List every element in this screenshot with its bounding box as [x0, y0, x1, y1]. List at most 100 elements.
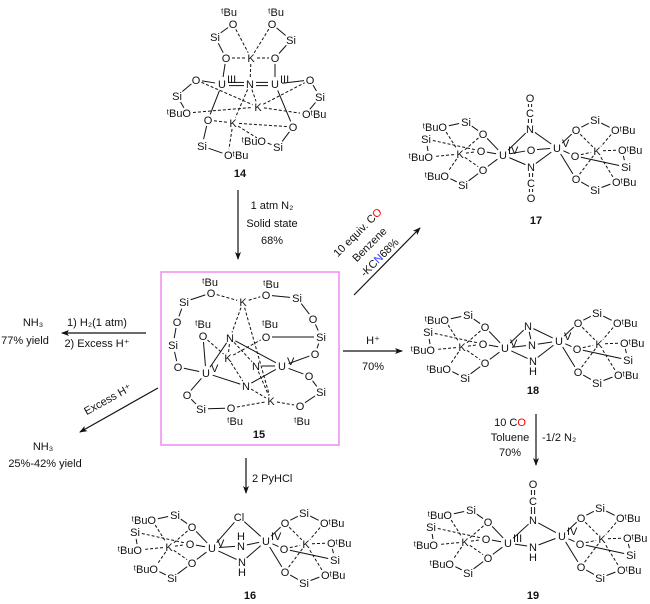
- atom-h: H: [238, 567, 246, 579]
- atom-si: Si: [130, 527, 140, 539]
- dative-bond: [579, 133, 594, 148]
- dative-bond: [445, 131, 458, 150]
- condition-solid-state: Solid state: [246, 218, 297, 230]
- bond: [312, 380, 318, 387]
- atom-si: Si: [172, 91, 182, 103]
- bond: [310, 515, 319, 521]
- bond: [537, 344, 554, 358]
- dative-bond: [579, 155, 594, 175]
- bond: [509, 157, 526, 166]
- co-oxygen: O: [517, 417, 526, 429]
- atom-o: O: [576, 539, 585, 551]
- bond: [271, 295, 291, 298]
- bond: [535, 151, 552, 164]
- dative-bond: [582, 344, 594, 349]
- dative-bond: [585, 539, 597, 544]
- dative-bond: [173, 550, 188, 560]
- atom-o: O: [479, 339, 488, 351]
- atom-o: O: [484, 517, 493, 529]
- compound-label-15: 15: [253, 429, 265, 441]
- atom-si: Si: [330, 555, 340, 567]
- bond: [216, 521, 235, 544]
- compound-label-17: 17: [530, 215, 542, 227]
- dative-bond: [192, 107, 253, 113]
- atom-o: O: [311, 349, 320, 361]
- bond: [563, 150, 570, 155]
- oxidation-state: IV: [567, 526, 578, 538]
- dative-bond: [230, 362, 244, 382]
- dative-bond: [143, 547, 164, 550]
- atom-o: O: [204, 115, 213, 127]
- atom-otbu: OᵗBu: [611, 125, 635, 137]
- dative-bond: [601, 348, 616, 371]
- atom-n: N: [246, 79, 254, 91]
- atom-n: N: [237, 541, 245, 553]
- atom-o: O: [529, 479, 538, 491]
- bond: [310, 576, 320, 581]
- highlight-box-compound-15: [160, 271, 340, 446]
- bond: [312, 84, 317, 92]
- bond: [431, 533, 434, 540]
- dative-bond: [599, 155, 614, 178]
- dative-bond: [436, 347, 457, 350]
- bond: [276, 27, 286, 36]
- bond: [601, 122, 610, 128]
- atom-o: O: [186, 539, 195, 551]
- compound-label-16: 16: [244, 590, 256, 602]
- oxidation-state: V: [217, 538, 225, 550]
- bond: [491, 526, 504, 539]
- atom-o: O: [262, 290, 271, 302]
- atom-o: O: [527, 145, 536, 157]
- oxidation-state: III: [227, 74, 236, 86]
- atom-o: O: [309, 314, 318, 326]
- dative-bond: [452, 546, 463, 560]
- atom-tbu: ᵗBu: [221, 7, 237, 19]
- dative-bond: [154, 524, 167, 543]
- atom-si: Si: [463, 568, 473, 580]
- bond: [209, 90, 220, 115]
- bond: [470, 366, 481, 375]
- atom-o: O: [484, 553, 493, 565]
- atom-c: C: [529, 496, 537, 508]
- bond: [314, 324, 319, 331]
- dative-bond: [469, 525, 484, 539]
- atom-u: U: [499, 150, 507, 162]
- bond: [288, 355, 310, 365]
- bond: [452, 371, 459, 376]
- bond: [534, 132, 552, 145]
- atom-si: Si: [621, 162, 631, 174]
- bond: [601, 183, 611, 188]
- atom-si: Si: [426, 522, 436, 534]
- dative-bond: [581, 348, 596, 368]
- dative-bond: [288, 548, 303, 568]
- bond: [585, 544, 625, 555]
- atom-o: O: [479, 165, 488, 177]
- atom-o: O: [572, 125, 581, 137]
- bond: [586, 510, 595, 516]
- bond: [208, 147, 223, 154]
- atom-si: Si: [423, 327, 433, 339]
- bond: [603, 376, 613, 381]
- bond: [309, 102, 316, 110]
- atom-o: O: [477, 146, 486, 158]
- atom-n: N: [529, 356, 537, 368]
- bond: [201, 80, 216, 84]
- dative-bond: [253, 28, 270, 54]
- bond: [178, 308, 183, 317]
- bond: [568, 538, 575, 543]
- bond: [583, 315, 592, 321]
- atom-o: O: [305, 371, 314, 383]
- bond: [304, 395, 316, 404]
- atom-tbuo: ᵗBuO: [428, 510, 453, 522]
- bond: [468, 173, 479, 182]
- bond: [492, 546, 503, 555]
- atom-tbuo: ᵗBuO: [409, 152, 434, 164]
- atom-si: Si: [458, 180, 468, 192]
- atom-otbu: OᵗBu: [620, 338, 644, 350]
- bond: [528, 331, 532, 340]
- atom-si: Si: [592, 308, 602, 320]
- atom-u: U: [558, 531, 566, 543]
- atom-u: U: [504, 538, 512, 550]
- bond: [533, 328, 553, 339]
